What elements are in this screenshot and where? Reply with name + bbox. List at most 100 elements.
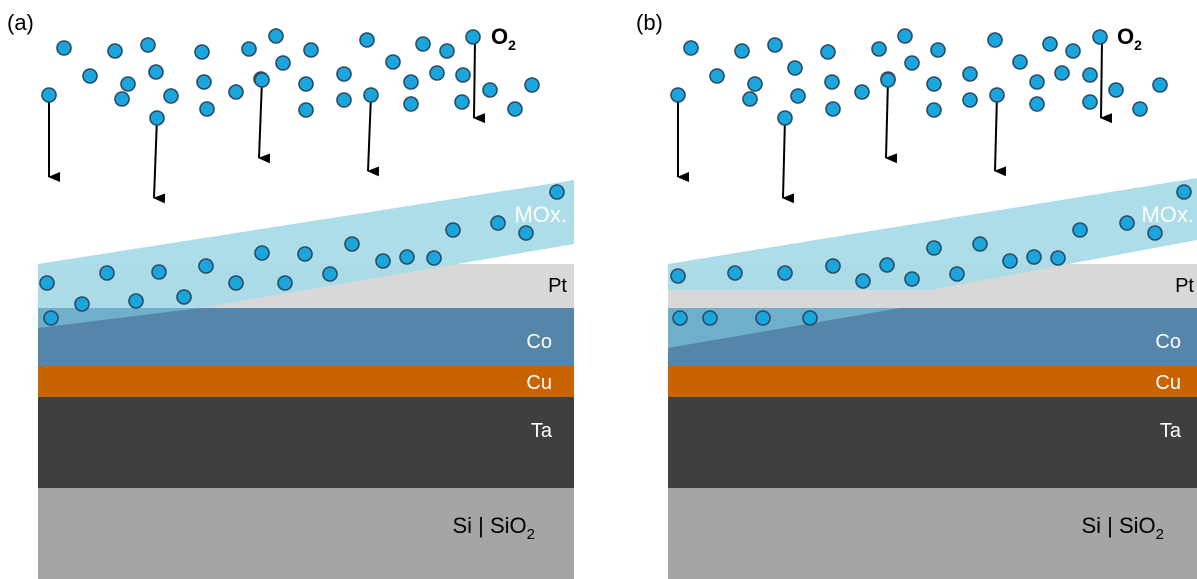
oxygen-molecule <box>787 60 803 76</box>
oxygen-molecule <box>107 43 123 59</box>
oxygen-molecule <box>99 265 115 281</box>
oxygen-molecule <box>1050 250 1066 266</box>
oxygen-molecule <box>149 110 165 126</box>
mox-layer <box>38 180 574 308</box>
oxygen-molecule <box>926 240 942 256</box>
oxygen-molecule <box>322 266 338 282</box>
oxygen-molecule <box>39 275 55 291</box>
oxygen-molecule <box>777 110 793 126</box>
oxygen-molecule <box>196 74 212 90</box>
oxygen-molecule <box>1092 29 1108 45</box>
oxygen-molecule <box>670 268 686 284</box>
oxygen-molecule <box>1119 215 1135 231</box>
oxygen-molecule <box>854 84 870 100</box>
oxygen-molecule <box>199 101 215 117</box>
oxygen-molecule <box>1065 43 1081 59</box>
oxygen-molecule <box>82 68 98 84</box>
oxygen-molecule <box>518 225 534 241</box>
oxygen-molecule <box>1002 253 1018 269</box>
mox-label: MOx. <box>1141 202 1194 227</box>
oxygen-molecule <box>549 184 565 200</box>
oxygen-molecule <box>128 293 144 309</box>
oxygen-molecule <box>297 246 313 262</box>
oxygen-molecule <box>1132 101 1148 117</box>
co-label: Co <box>1155 331 1181 353</box>
oxygen-molecule <box>904 55 920 71</box>
oxygen-molecule <box>465 29 481 45</box>
oxygen-molecule <box>344 236 360 252</box>
oxygen-molecule <box>1029 74 1045 90</box>
oxygen-gas <box>670 28 1168 126</box>
oxygen-molecule <box>879 257 895 273</box>
oxygen-in-layers <box>670 184 1192 326</box>
oxygen-molecule <box>747 76 763 92</box>
oxygen-molecule <box>277 275 293 291</box>
oxygen-molecule <box>1029 96 1045 112</box>
arrow <box>782 117 795 204</box>
oxygen-molecule <box>403 74 419 90</box>
oxygen-molecule <box>755 310 771 326</box>
oxygen-molecule <box>482 82 498 98</box>
oxygen-molecule <box>228 275 244 291</box>
oxygen-molecule <box>1082 94 1098 110</box>
oxygen-molecule <box>742 91 758 107</box>
oxygen-molecule <box>298 102 314 118</box>
oxygen-molecule <box>734 43 750 59</box>
panel-a: (a) MOx. Pt Co Cu Ta Si | SiO2 O2 <box>7 10 574 579</box>
substrate-layer <box>38 488 574 579</box>
oxygen-molecule <box>415 36 431 52</box>
oxygen-molecule <box>375 253 391 269</box>
oxygen-molecule <box>1072 222 1088 238</box>
oxygen-molecule <box>1147 225 1163 241</box>
oxygen-molecule <box>820 44 836 60</box>
o2-label: O2 <box>491 24 516 53</box>
oxygen-molecule <box>275 55 291 71</box>
oxygen-molecule <box>972 236 988 252</box>
oxygen-molecule <box>254 245 270 261</box>
oxygen-molecule <box>151 264 167 280</box>
oxygen-molecule <box>194 44 210 60</box>
oxygen-molecule <box>1042 36 1058 52</box>
oxygen-molecule <box>303 42 319 58</box>
oxygen-molecule <box>825 101 841 117</box>
oxygen-molecule <box>962 66 978 82</box>
arrow <box>258 79 271 164</box>
oxygen-molecule <box>825 258 841 274</box>
oxygen-molecule <box>198 258 214 274</box>
substrate-layer <box>668 488 1197 579</box>
oxygen-molecule <box>727 265 743 281</box>
oxygen-molecule <box>802 310 818 326</box>
substrate-label: Si | SiO2 <box>1081 513 1164 543</box>
ta-label: Ta <box>1160 420 1182 442</box>
oxygen-molecule <box>74 296 90 312</box>
substrate-label: Si | SiO2 <box>452 513 535 543</box>
cu-label: Cu <box>1155 372 1181 394</box>
pt-label: Pt <box>1175 275 1194 297</box>
oxygen-molecule <box>790 88 806 104</box>
oxygen-molecule <box>336 66 352 82</box>
oxygen-molecule <box>148 64 164 80</box>
arrow <box>367 94 380 177</box>
arrow <box>153 117 166 204</box>
ta-layer <box>668 397 1197 488</box>
oxygen-molecule <box>709 68 725 84</box>
oxygen-molecule <box>897 28 913 44</box>
ta-layer <box>38 397 574 488</box>
oxygen-in-layers <box>39 184 565 326</box>
panel-a-label: (a) <box>7 10 34 35</box>
oxygen-molecule <box>399 249 415 265</box>
arrow <box>1100 39 1113 124</box>
oxidized-co-wedge <box>668 308 900 348</box>
oxygen-molecule <box>507 101 523 117</box>
oxygen-molecule <box>490 215 506 231</box>
oxygen-molecule <box>56 40 72 56</box>
oxygen-molecule <box>926 102 942 118</box>
oxygen-molecule <box>359 32 375 48</box>
oxidized-co-wedge <box>38 308 200 328</box>
oxygen-molecule <box>254 72 270 88</box>
oxygen-molecule <box>336 92 352 108</box>
oxygen-molecule <box>228 84 244 100</box>
ta-label: Ta <box>531 420 553 442</box>
oxygen-molecule <box>926 76 942 92</box>
